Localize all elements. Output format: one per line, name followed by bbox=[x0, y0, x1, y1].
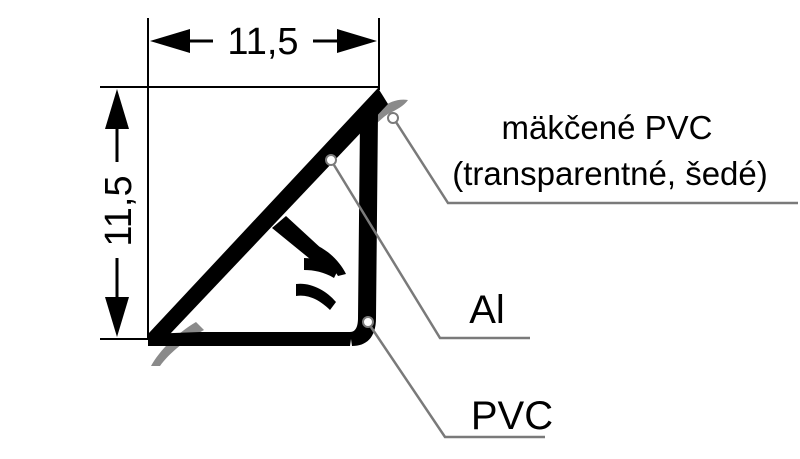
aluminium-label: Al bbox=[469, 288, 505, 332]
profile-shape bbox=[148, 88, 388, 346]
height-dimension-label: 11,5 bbox=[98, 175, 140, 246]
leader-aluminium bbox=[325, 154, 530, 340]
soft-pvc-top-lip bbox=[370, 99, 408, 130]
soft-pvc-label-line1: mäkčené PVC bbox=[502, 109, 713, 146]
height-dimension: 11,5 bbox=[98, 89, 140, 337]
soft-pvc-label-line2: (transparentné, šedé) bbox=[452, 155, 768, 192]
pvc-label: PVC bbox=[471, 394, 553, 438]
leader-soft-pvc bbox=[387, 112, 798, 205]
leader-pvc bbox=[362, 316, 545, 439]
width-dimension-label: 11,5 bbox=[227, 21, 298, 63]
width-dimension: 11,5 bbox=[150, 21, 377, 63]
